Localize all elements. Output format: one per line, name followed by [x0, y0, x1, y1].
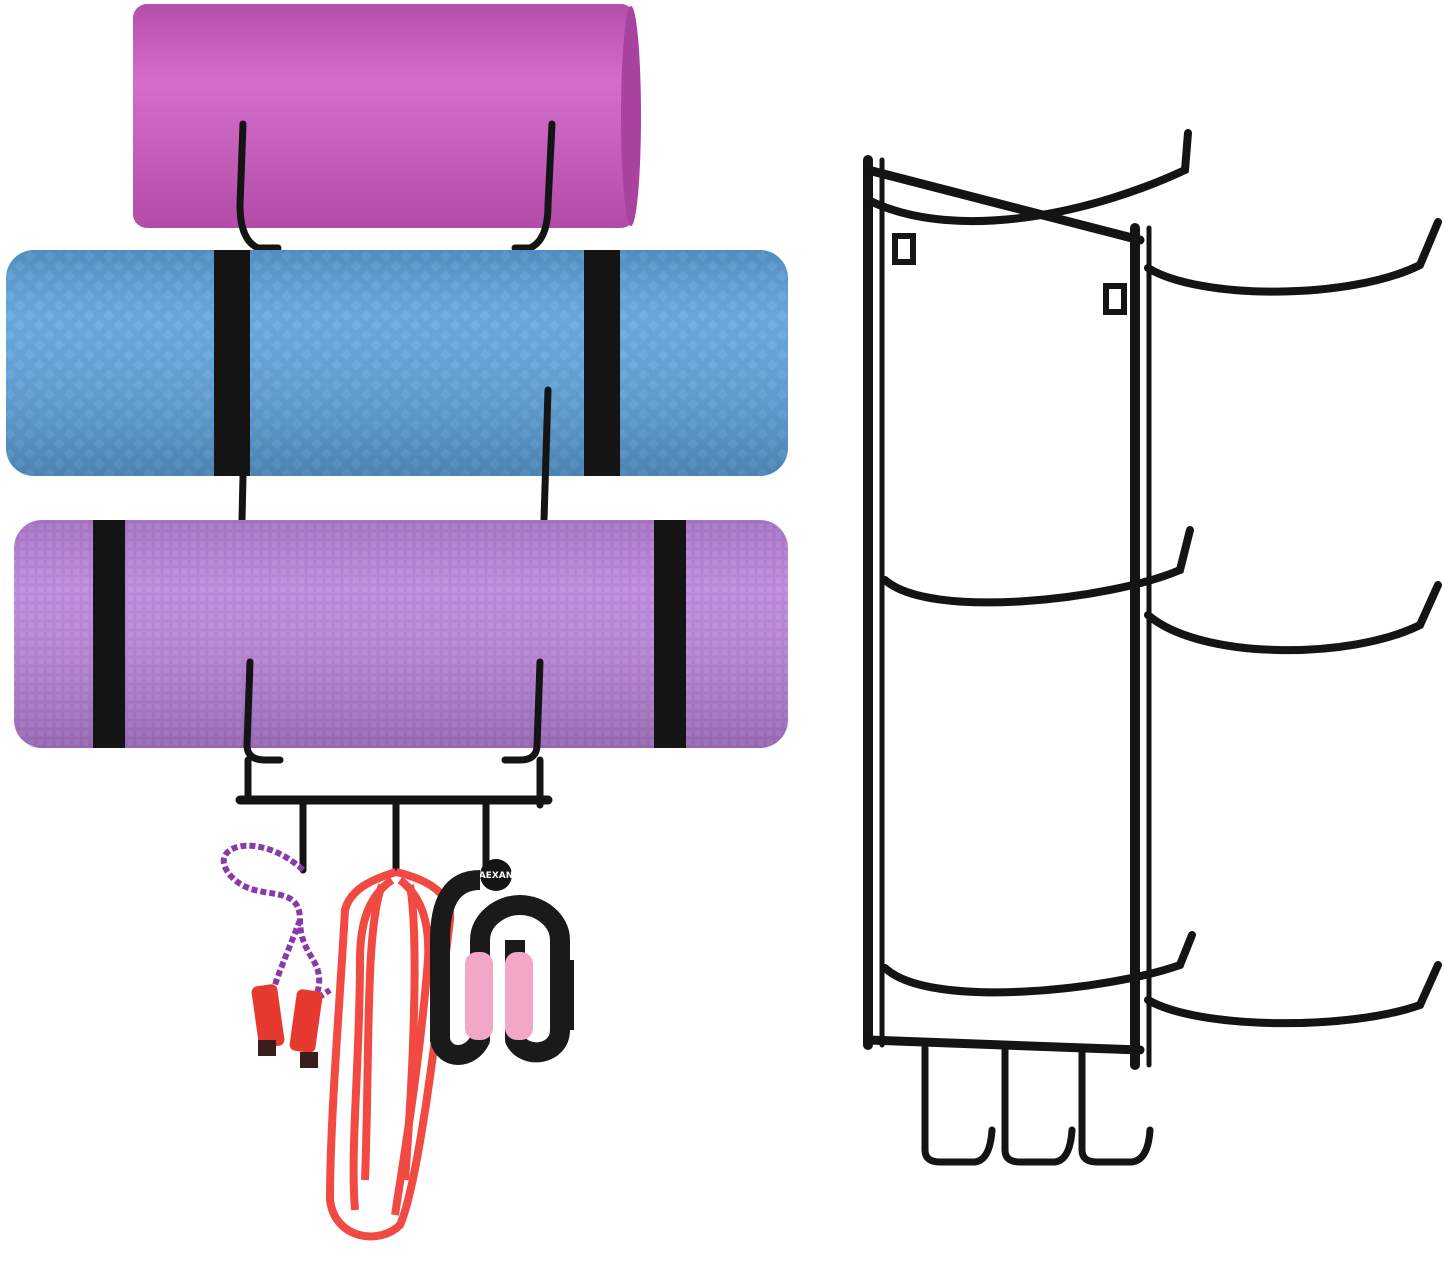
purple-yoga-mat [14, 520, 788, 748]
resistance-band [326, 868, 455, 1241]
pink-foam-roller [133, 4, 641, 228]
gripper-logo: AEXAN [479, 871, 514, 881]
middle-hooks [238, 386, 552, 524]
hand-gripper: AEXAN [430, 859, 574, 1065]
empty-rack [863, 129, 1442, 1166]
blue-yoga-mat [6, 250, 788, 476]
top-hooks [236, 120, 556, 252]
bottom-bar [235, 658, 553, 874]
loaded-rack: AEXAN [6, 4, 788, 1241]
jump-rope [220, 842, 332, 1068]
